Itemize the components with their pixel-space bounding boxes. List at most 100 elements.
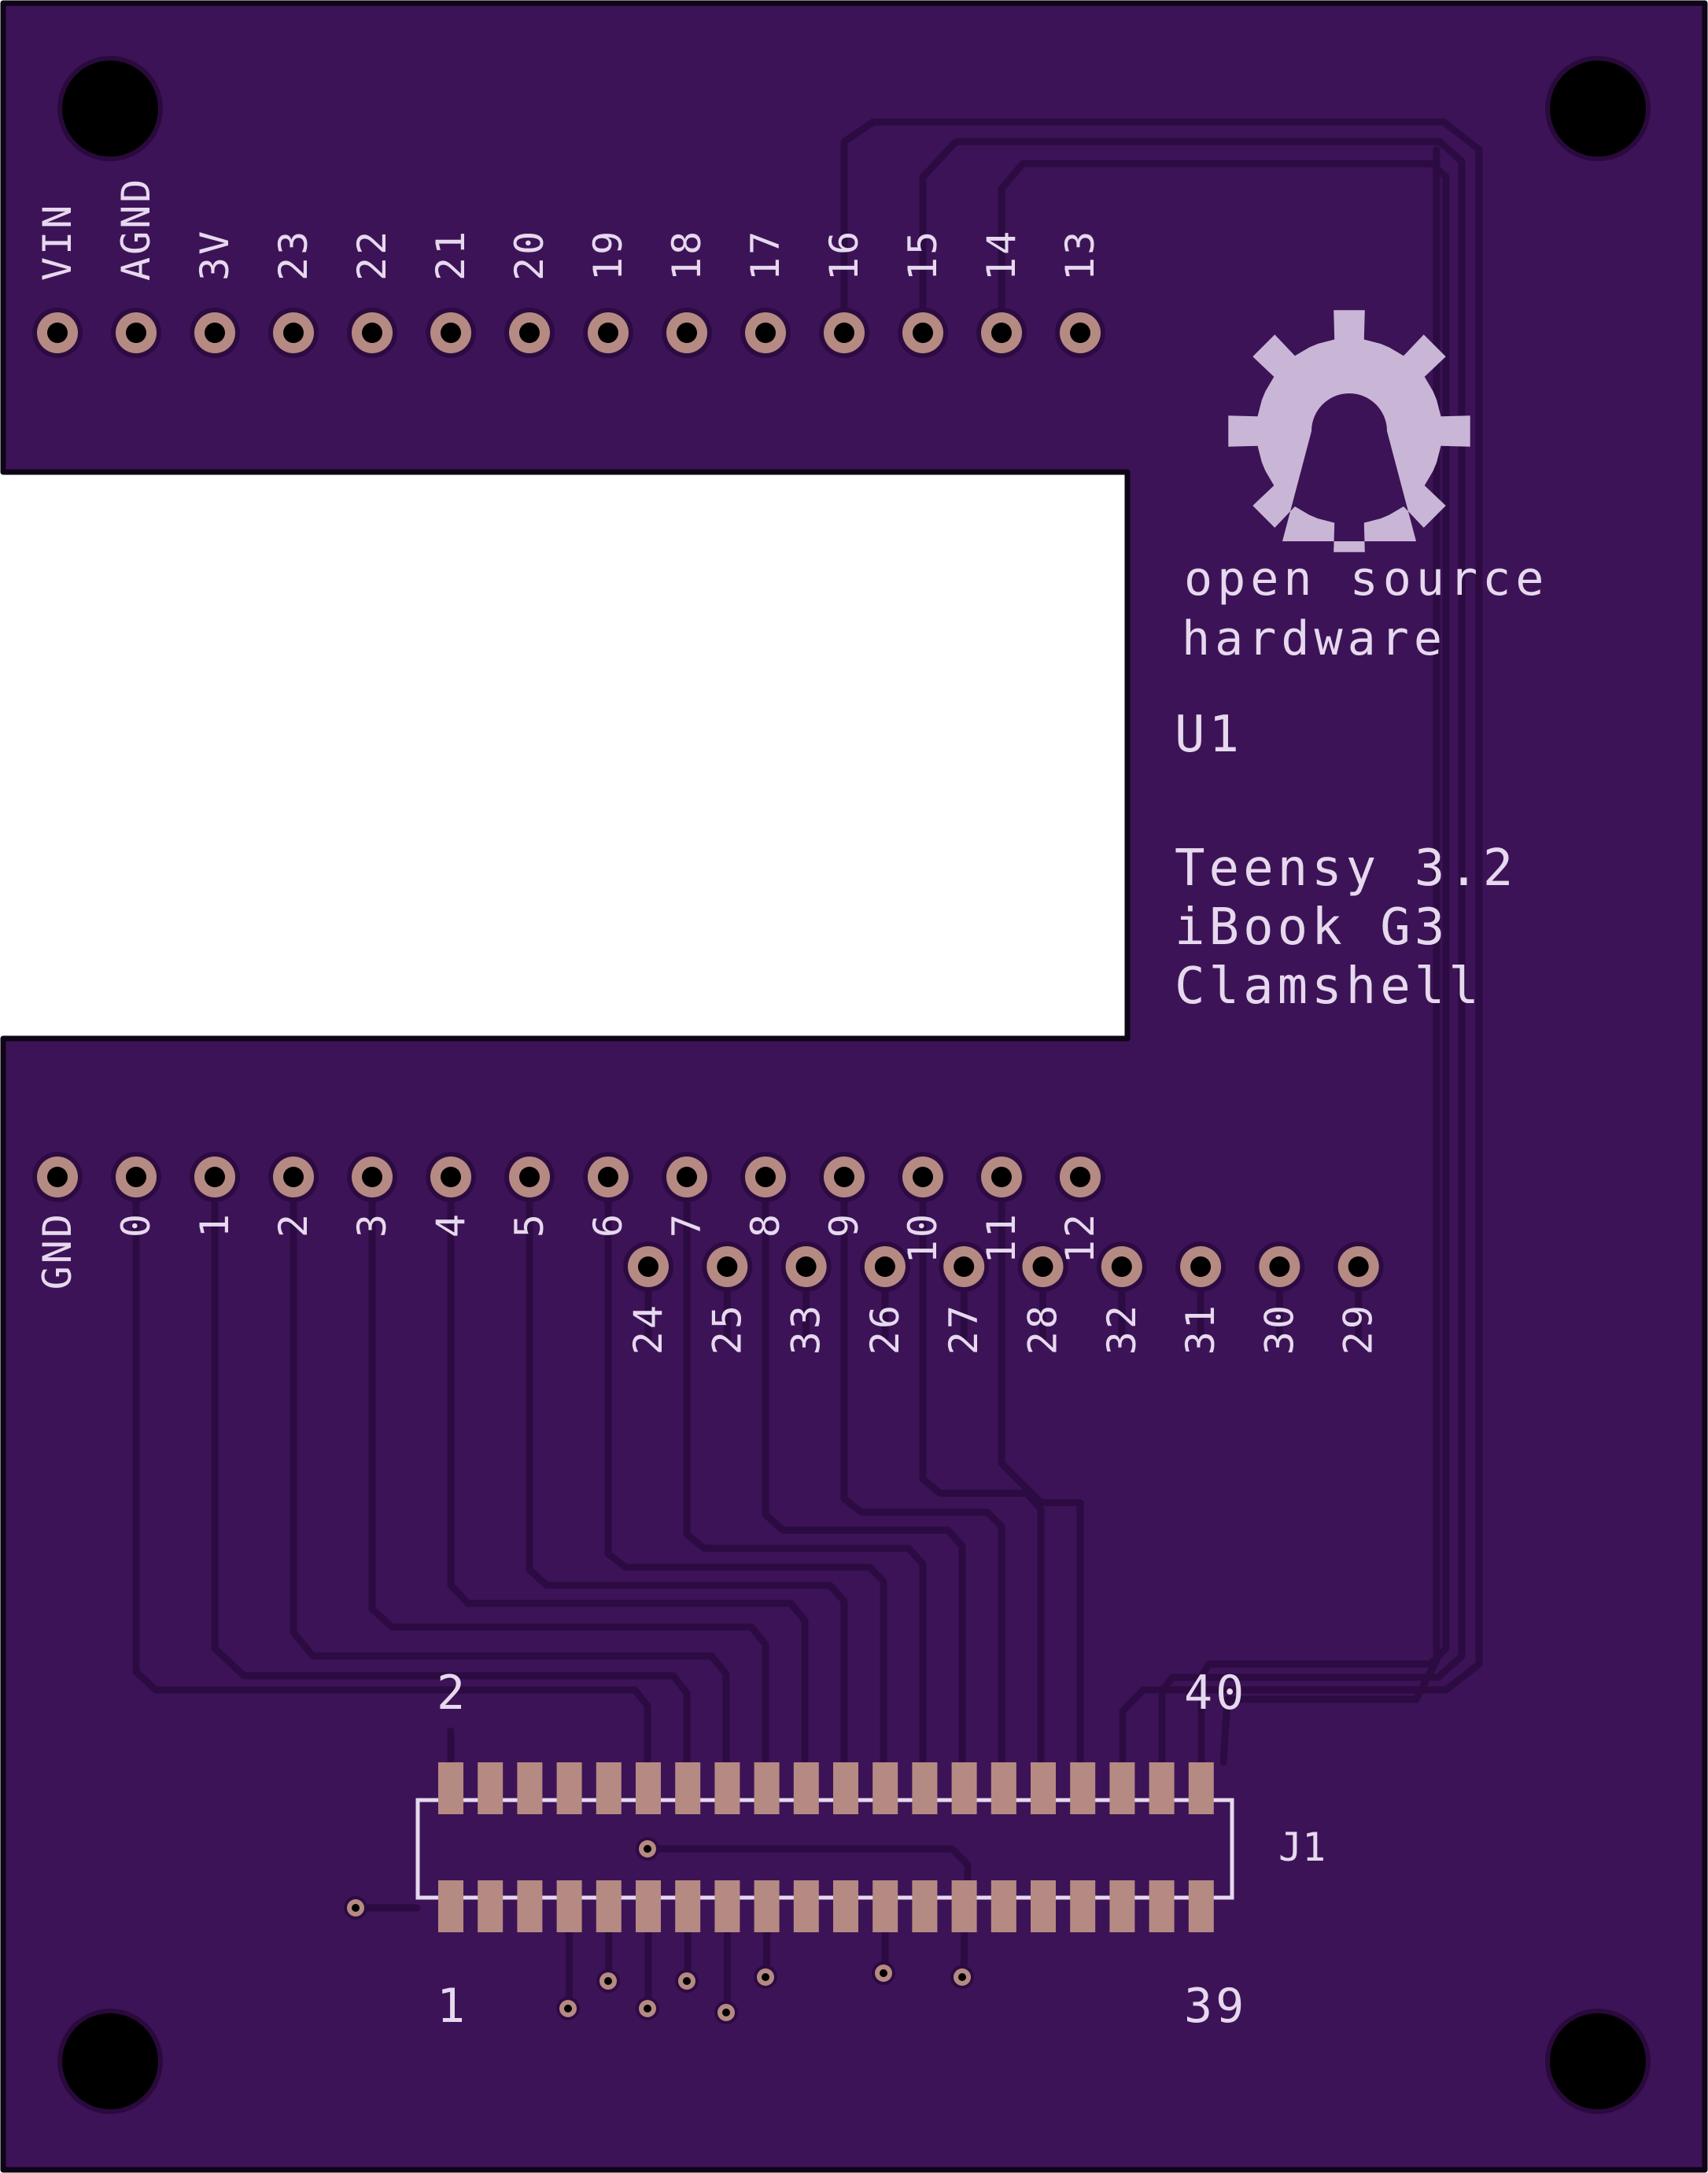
connector-pad-odd-5 bbox=[517, 1880, 543, 1932]
header-bottom-label-12: 12 bbox=[1057, 1212, 1103, 1264]
connector-pad-even-28 bbox=[951, 1762, 977, 1814]
trace-bottom-11 bbox=[998, 1173, 1084, 1766]
connector-ref-label: J1 bbox=[1278, 1824, 1326, 1870]
logo-text-line1: open source bbox=[1184, 552, 1548, 607]
via bbox=[636, 1837, 659, 1861]
connector-top-pads bbox=[438, 1762, 1214, 1814]
header-bottom-pin-5 bbox=[504, 1152, 555, 1202]
header-bottom-pin-6 bbox=[583, 1152, 633, 1202]
header-bottom-pin-1 bbox=[190, 1152, 240, 1202]
connector-pin1-label: 1 bbox=[437, 1979, 465, 2034]
via bbox=[556, 1997, 580, 2020]
connector-pad-even-18 bbox=[754, 1762, 780, 1814]
trace-bottom-5 bbox=[526, 1173, 848, 1766]
connector-pad-even-24 bbox=[872, 1762, 898, 1814]
trace-bottom-3 bbox=[368, 1173, 769, 1766]
description-line3: Clamshell bbox=[1175, 957, 1483, 1016]
header-top-pin-19 bbox=[583, 308, 633, 358]
header-bottom-label-1: 1 bbox=[192, 1212, 238, 1238]
trace-via-4 bbox=[722, 1928, 731, 2016]
connector-pad-odd-23 bbox=[872, 1880, 898, 1932]
header-top-label-21: 21 bbox=[428, 229, 474, 281]
trace bbox=[919, 138, 1466, 1766]
header-inner-label-26: 26 bbox=[862, 1303, 908, 1355]
header-inner-label-27: 27 bbox=[941, 1303, 987, 1355]
connector-pad-odd-7 bbox=[556, 1880, 582, 1932]
connector-pad-odd-33 bbox=[1070, 1880, 1096, 1932]
header-top-pin-vin bbox=[32, 308, 83, 358]
connector-pin39-label: 39 bbox=[1184, 1979, 1247, 2034]
trace-bottom-10 bbox=[919, 1173, 1045, 1766]
header-inner-pin-26 bbox=[859, 1241, 910, 1292]
header-top-label-22: 22 bbox=[349, 229, 395, 281]
trace-bottom-1 bbox=[211, 1173, 691, 1766]
connector-pad-odd-39 bbox=[1188, 1880, 1214, 1932]
header-top-label-17: 17 bbox=[743, 229, 788, 281]
header-top-pin-23 bbox=[268, 308, 319, 358]
header-top-pin-20 bbox=[504, 308, 555, 358]
header-top-label-14: 14 bbox=[979, 229, 1024, 281]
header-inner-pin-31 bbox=[1175, 1241, 1227, 1292]
trace bbox=[998, 160, 1450, 1766]
connector-pad-odd-37 bbox=[1149, 1880, 1175, 1932]
connector-pad-odd-25 bbox=[912, 1880, 938, 1932]
header-top-pads bbox=[32, 308, 1105, 358]
connector-pad-even-34 bbox=[1070, 1762, 1096, 1814]
mounting-hole-top-right bbox=[1545, 56, 1651, 161]
header-top-pin-agnd bbox=[111, 308, 161, 358]
header-bottom-label-6: 6 bbox=[585, 1212, 631, 1238]
connector-pad-odd-35 bbox=[1109, 1880, 1135, 1932]
header-bottom-label-9: 9 bbox=[821, 1212, 867, 1238]
header-bottom-pin-9 bbox=[819, 1152, 869, 1202]
connector-pad-odd-21 bbox=[833, 1880, 858, 1932]
via bbox=[675, 1969, 699, 1993]
header-top-label-3v: 3V bbox=[192, 229, 238, 281]
header-bottom-label-2: 2 bbox=[271, 1212, 316, 1238]
header-bottom-label-5: 5 bbox=[507, 1212, 552, 1238]
connector-pad-even-20 bbox=[793, 1762, 819, 1814]
header-inner-label-25: 25 bbox=[704, 1303, 750, 1355]
connector-pad-odd-13 bbox=[675, 1880, 701, 1932]
mounting-hole-bottom-left bbox=[57, 2009, 163, 2114]
connector-pad-odd-27 bbox=[951, 1880, 977, 1932]
header-top-pin-15 bbox=[898, 308, 948, 358]
connector-pad-odd-3 bbox=[478, 1880, 504, 1932]
header-bottom-pin-11 bbox=[976, 1152, 1027, 1202]
header-top-label-18: 18 bbox=[664, 229, 710, 281]
header-top-pin-18 bbox=[662, 308, 712, 358]
connector-pad-odd-9 bbox=[596, 1880, 622, 1932]
logo-text-line2: hardware bbox=[1182, 611, 1447, 666]
header-inner-label-28: 28 bbox=[1020, 1303, 1066, 1355]
trace-bottom-8 bbox=[762, 1173, 966, 1766]
mounting-holes bbox=[57, 56, 1651, 2114]
header-inner-pin-28 bbox=[1017, 1241, 1068, 1292]
header-bottom-label-3: 3 bbox=[349, 1212, 395, 1238]
vias bbox=[344, 1837, 974, 2024]
via bbox=[950, 1965, 974, 1989]
header-inner-label-29: 29 bbox=[1336, 1303, 1382, 1355]
trace bbox=[840, 118, 1483, 1766]
header-top-label-19: 19 bbox=[585, 229, 631, 281]
connector-pad-even-26 bbox=[912, 1762, 938, 1814]
header-inner-pin-33 bbox=[780, 1241, 832, 1292]
header-top-pin-14 bbox=[976, 308, 1027, 358]
copper-traces bbox=[132, 118, 1483, 2016]
header-inner-pin-32 bbox=[1096, 1241, 1147, 1292]
header-inner-pin-30 bbox=[1254, 1241, 1305, 1292]
header-inner-pads bbox=[623, 1241, 1384, 1292]
via bbox=[636, 1997, 659, 2020]
open-source-hardware-gear-icon bbox=[1228, 310, 1470, 552]
via bbox=[872, 1961, 895, 1985]
header-top-pin-17 bbox=[740, 308, 791, 358]
header-inner-label-33: 33 bbox=[784, 1303, 829, 1355]
header-top-pin-16 bbox=[819, 308, 869, 358]
header-inner-label-30: 30 bbox=[1256, 1303, 1302, 1355]
header-inner-label-31: 31 bbox=[1178, 1303, 1223, 1355]
connector-pad-odd-17 bbox=[754, 1880, 780, 1932]
connector-pad-even-16 bbox=[714, 1762, 740, 1814]
connector-pad-odd-11 bbox=[636, 1880, 661, 1932]
header-top-label-15: 15 bbox=[900, 229, 946, 281]
connector-pad-even-10 bbox=[596, 1762, 622, 1814]
header-top-label-13: 13 bbox=[1057, 229, 1103, 281]
